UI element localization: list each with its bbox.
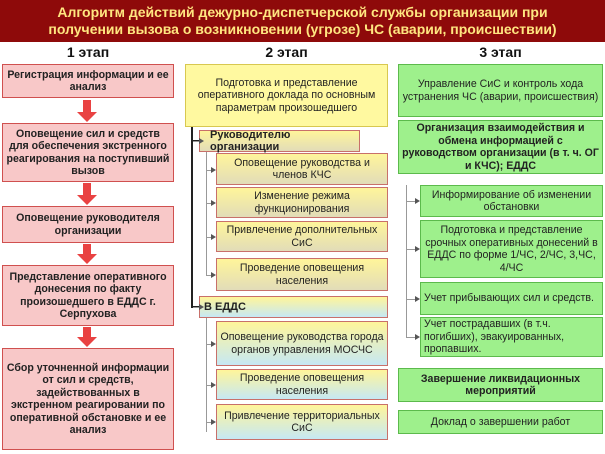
connector-line	[206, 203, 211, 204]
arrow-tip-icon	[211, 419, 216, 425]
branch-edds: В ЕДДС	[199, 296, 388, 318]
connector-line	[406, 249, 415, 250]
org-item: Изменение режима функционирования	[216, 187, 388, 218]
stage1-step: Сбор уточненной информации от сил и сред…	[2, 348, 174, 450]
stage3-item: Учет пострадавших (в т.ч. погибших), эва…	[420, 317, 603, 357]
connector-line	[406, 337, 415, 338]
stage3-control: Управление СиС и контроль хода устранени…	[398, 64, 603, 117]
down-arrow-icon	[77, 244, 97, 264]
diagram-title: Алгоритм действий дежурно-диспетчерской …	[0, 0, 605, 42]
stage3-finish: Завершение ликвидационных мероприятий	[398, 368, 603, 402]
arrow-tip-icon	[211, 382, 216, 388]
connector-line	[206, 385, 211, 386]
title-line-2: получении вызова о возникновении (угрозе…	[48, 21, 557, 37]
down-arrow-icon	[77, 183, 97, 205]
stage3-item: Учет прибывающих сил и средств.	[420, 282, 603, 315]
arrow-tip-icon	[211, 167, 216, 173]
org-item: Проведение оповещения населения	[216, 258, 388, 291]
connector-line	[193, 141, 199, 142]
arrow-tip-icon	[199, 138, 204, 144]
arrow-tip-icon	[415, 198, 420, 204]
connector-line	[206, 344, 211, 345]
arrow-tip-icon	[211, 341, 216, 347]
connector-line	[406, 299, 415, 300]
connector-line	[206, 152, 207, 275]
arrow-tip-icon	[415, 296, 420, 302]
title-line-1: Алгоритм действий дежурно-диспетчерской …	[57, 4, 548, 20]
connector-line	[206, 318, 207, 432]
stage3-item: Подготовка и представление срочных опера…	[420, 220, 603, 278]
stage3-interaction: Организация взаимодействия и обмена инфо…	[398, 120, 603, 174]
stage3-report: Доклад о завершении работ	[398, 410, 603, 434]
stage3-item: Информирование об изменении обстановки	[420, 185, 603, 217]
org-item: Оповещение руководства и членов КЧС	[216, 153, 388, 185]
edds-item: Привлечение территориальных СиС	[216, 404, 388, 440]
edds-item: Оповещение руководства города органов уп…	[216, 321, 388, 366]
connector-line	[406, 185, 407, 338]
stage-1-heading: 1 этап	[66, 44, 110, 60]
branch-org: Руководителю организации	[199, 129, 360, 153]
connector-line	[206, 237, 211, 238]
stage1-step: Оповещение сил и средств для обеспечения…	[2, 123, 174, 182]
connector-line	[406, 201, 415, 202]
stage1-step: Оповещение руководителя организации	[2, 206, 174, 243]
stage2-main: Подготовка и представление оперативного …	[185, 64, 388, 127]
connector-line	[206, 170, 211, 171]
arrow-tip-icon	[415, 334, 420, 340]
down-arrow-icon	[77, 100, 97, 122]
connector-line	[206, 422, 211, 423]
stage-2-heading: 2 этап	[265, 44, 308, 60]
org-item: Привлечение дополнительных СиС	[216, 221, 388, 252]
connector-line	[193, 307, 199, 308]
arrow-tip-icon	[211, 272, 216, 278]
down-arrow-icon	[77, 327, 97, 347]
stage1-step: Представление оперативного донесения по …	[2, 265, 174, 326]
arrow-tip-icon	[211, 234, 216, 240]
arrow-tip-icon	[211, 200, 216, 206]
edds-item: Проведение оповещения населения	[216, 369, 388, 400]
connector-line	[206, 275, 211, 276]
stage-3-heading: 3 этап	[479, 44, 522, 60]
stage1-step: Регистрация информации и ее анализ	[2, 64, 174, 98]
arrow-tip-icon	[199, 304, 204, 310]
arrow-tip-icon	[415, 246, 420, 252]
connector-line	[191, 127, 193, 308]
